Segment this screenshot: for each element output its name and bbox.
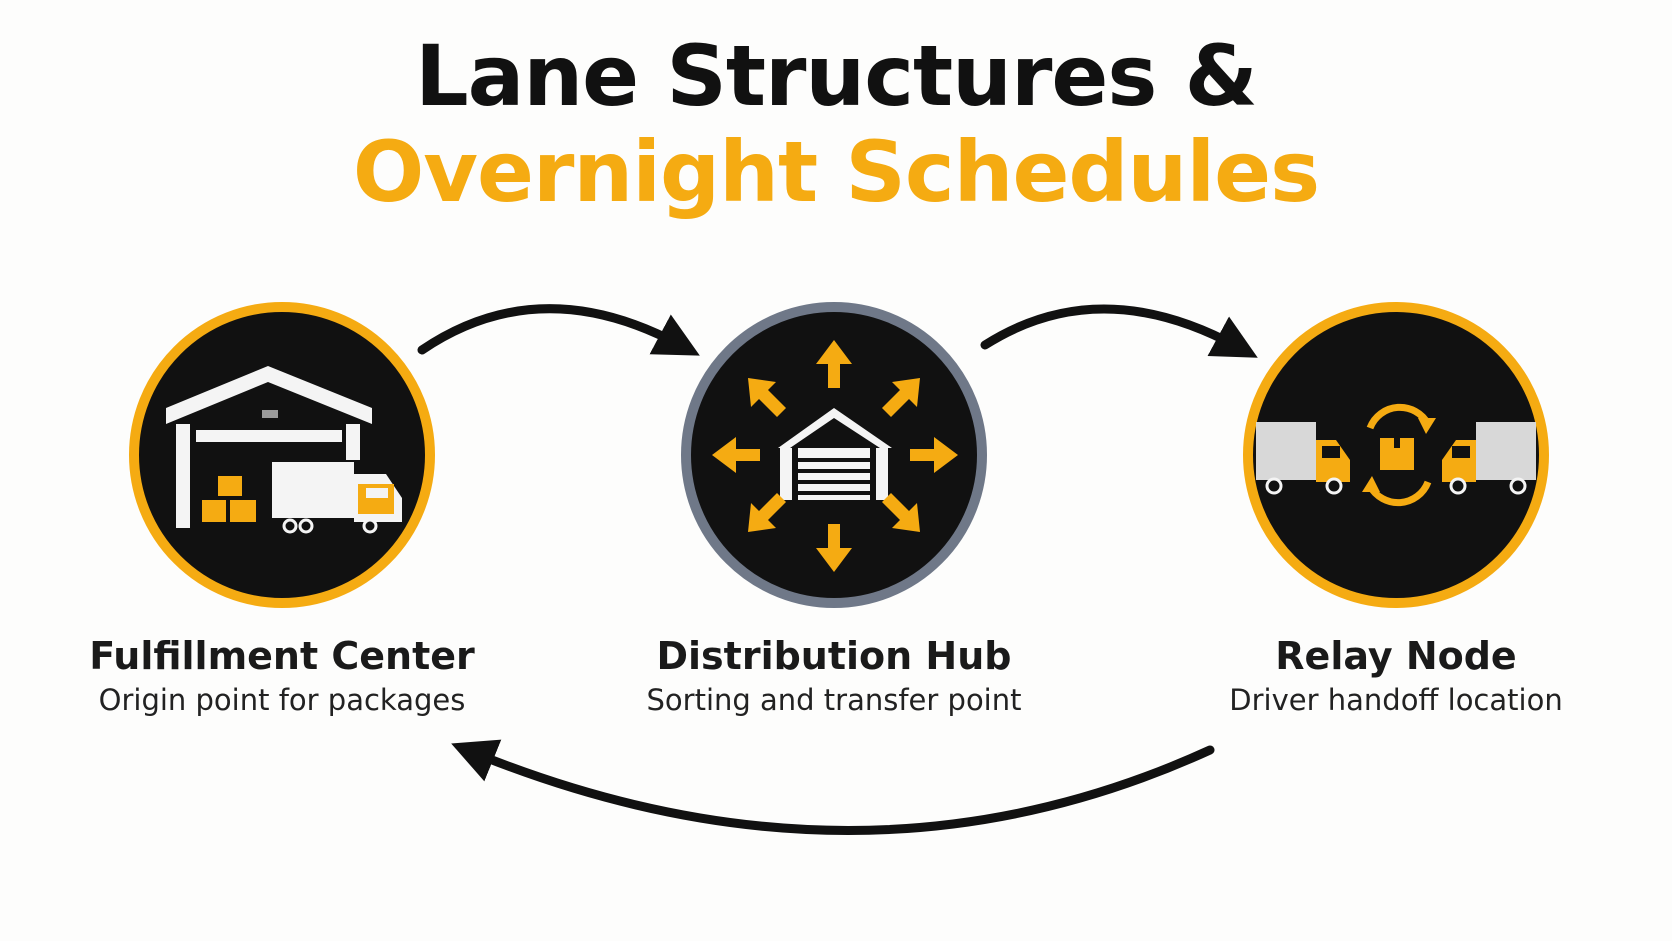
fulfillment-center-text: Fulfillment Center Origin point for pack…: [22, 632, 542, 720]
title-block: Lane Structures & Overnight Schedules: [0, 28, 1672, 220]
distribution-hub-name: Distribution Hub: [656, 634, 1012, 678]
distribution-hub-node: [681, 302, 987, 608]
fulfillment-center-circle: [129, 302, 435, 608]
relay-node-text: Relay Node Driver handoff location: [1136, 632, 1656, 720]
title-line-2: Overnight Schedules: [352, 123, 1320, 221]
flow-arrow-fulfillment-to-hub: [417, 304, 700, 356]
relay-node-node: [1243, 302, 1549, 608]
fulfillment-center-node: [129, 302, 435, 608]
truck-handoff-icon: [1256, 403, 1536, 507]
relay-node-description: Driver handoff location: [1229, 683, 1563, 717]
flow-arrow-hub-to-relay: [980, 304, 1258, 358]
warehouse-truck-icon: [166, 366, 402, 534]
fulfillment-center-description: Origin point for packages: [98, 683, 466, 717]
title-line-1: Lane Structures &: [415, 27, 1258, 125]
flow-arrow-relay-to-fulfillment: [451, 739, 1215, 835]
relay-node-name: Relay Node: [1275, 634, 1517, 678]
distribution-hub-description: Sorting and transfer point: [646, 683, 1022, 717]
hub-arrows-icon: [712, 340, 958, 572]
fulfillment-center-name: Fulfillment Center: [89, 634, 475, 678]
distribution-hub-text: Distribution Hub Sorting and transfer po…: [574, 632, 1094, 720]
